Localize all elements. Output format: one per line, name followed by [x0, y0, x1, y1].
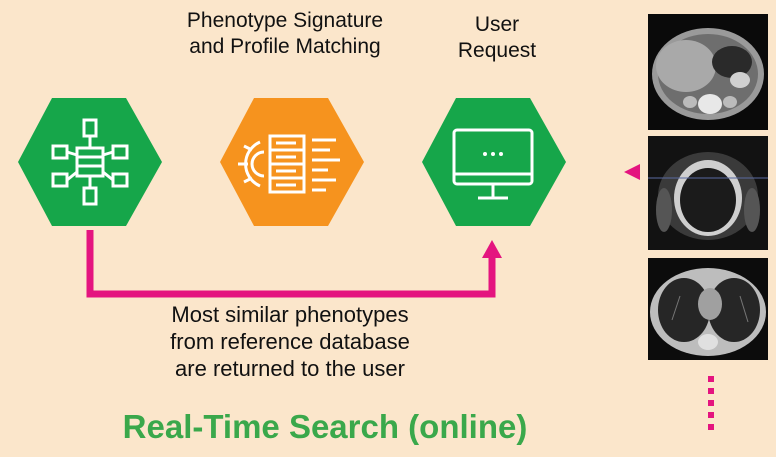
- return-arrow-path: [86, 230, 496, 298]
- more-images-ellipsis: [708, 376, 714, 430]
- monitor-icon: [452, 128, 534, 200]
- database-network-icon: [51, 118, 129, 206]
- user-request-hexagon: [422, 98, 566, 226]
- database-hexagon: [18, 98, 162, 226]
- image-input-arrowhead: [624, 164, 640, 180]
- ct-chest-image: [648, 258, 768, 360]
- phenotype-matching-label: Phenotype Signature and Profile Matching: [186, 9, 384, 58]
- ct-abdomen-image: [648, 14, 768, 130]
- returned-results-label: Most similar phenotypes from reference d…: [170, 302, 410, 381]
- monitor-dots: [483, 152, 503, 156]
- real-time-search-title: Real-Time Search (online): [122, 408, 528, 445]
- return-arrowhead: [482, 240, 502, 258]
- matching-hexagon: [220, 98, 364, 226]
- user-request-label: User Request: [457, 13, 537, 62]
- mri-pelvis-image: [648, 136, 768, 250]
- gear-server-icon: [238, 134, 340, 194]
